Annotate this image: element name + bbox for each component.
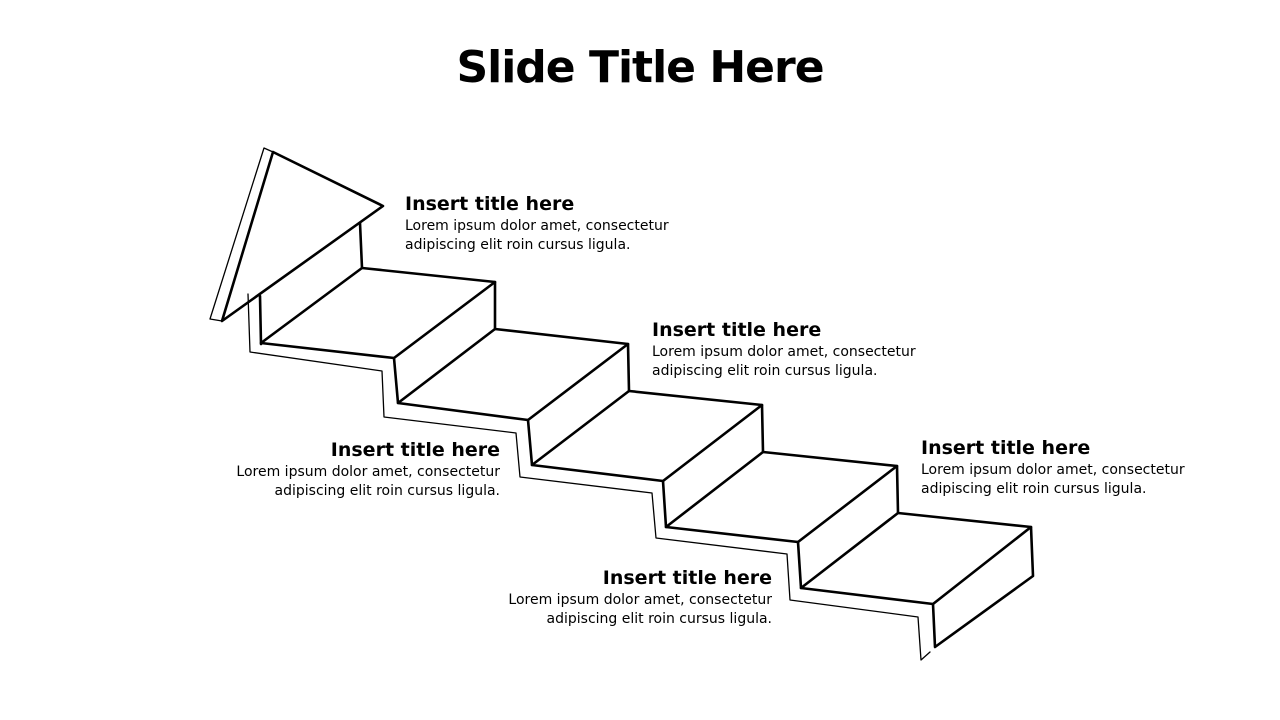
step-3-body: Lorem ipsum dolor amet, consectetur adip… — [236, 464, 500, 499]
step-1-text: Insert title here Lorem ipsum dolor amet… — [405, 192, 735, 255]
step-5-body: Lorem ipsum dolor amet, consectetur adip… — [508, 592, 772, 627]
stair-step-5 — [799, 511, 1035, 649]
step-3-text: Insert title here Lorem ipsum dolor amet… — [170, 438, 500, 501]
step-1-body: Lorem ipsum dolor amet, consectetur adip… — [405, 218, 669, 253]
slide-title: Slide Title Here — [456, 42, 824, 93]
arrow-head — [209, 147, 385, 346]
stair-step-2 — [396, 327, 631, 467]
step-5-text: Insert title here Lorem ipsum dolor amet… — [442, 566, 772, 629]
stair-step-3 — [530, 389, 765, 529]
step-2-title: Insert title here — [652, 319, 822, 341]
step-4-title: Insert title here — [921, 437, 1091, 459]
staircase-side-outline — [247, 293, 931, 661]
step-5-title: Insert title here — [602, 567, 772, 589]
step-4-body: Lorem ipsum dolor amet, consectetur adip… — [921, 462, 1185, 497]
step-2-text: Insert title here Lorem ipsum dolor amet… — [652, 318, 982, 381]
stair-step-1 — [259, 266, 497, 405]
step-3-title: Insert title here — [330, 439, 500, 461]
step-1-title: Insert title here — [405, 193, 575, 215]
step-2-body: Lorem ipsum dolor amet, consectetur adip… — [652, 344, 916, 379]
stair-step-4 — [664, 450, 900, 590]
step-4-text: Insert title here Lorem ipsum dolor amet… — [921, 436, 1251, 499]
